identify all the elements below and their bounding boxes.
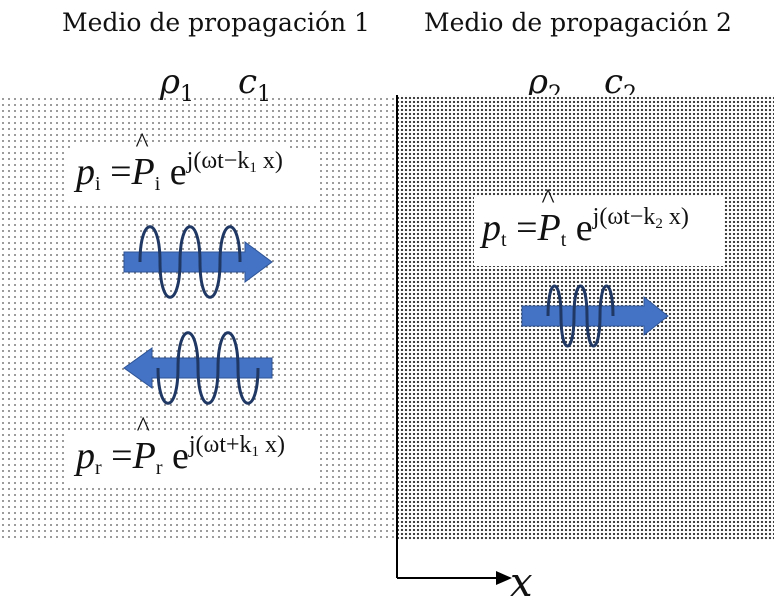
reflected-wave-arrow <box>123 331 273 405</box>
transmitted-equation: pt =Pt ej(ωt−k2 x) <box>476 184 695 254</box>
reflected-equation: pr =Pr ej(ωt+k1 x) <box>70 412 292 482</box>
x-axis-label: x <box>510 560 533 606</box>
medium-2-title: Medio de propagación 2 <box>424 8 732 37</box>
incident-wave-arrow <box>123 225 273 299</box>
medium-1-title: Medio de propagación 1 <box>62 8 370 37</box>
x-axis <box>397 571 512 585</box>
transmitted-wave-arrow <box>521 284 669 348</box>
incident-equation: pi =Pi ej(ωt−k1 x) <box>70 128 289 198</box>
